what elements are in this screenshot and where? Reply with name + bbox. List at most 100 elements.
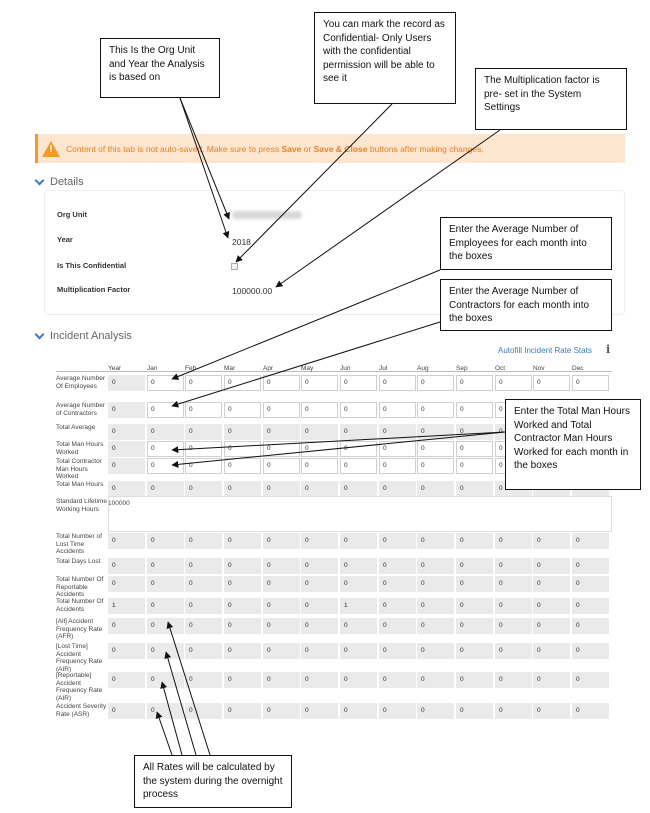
month-input[interactable]: 0 (495, 375, 532, 391)
details-title: Details (50, 176, 84, 188)
month-value: 0 (456, 533, 493, 549)
autosave-warning-banner: ! Content of this tab is not auto-saved.… (35, 134, 625, 163)
month-input[interactable]: 0 (301, 402, 338, 418)
header-divider (56, 371, 612, 372)
year-total-cell: 0 (108, 375, 145, 391)
year-total-cell: 0 (108, 703, 145, 719)
month-value: 1 (340, 598, 377, 614)
year-value: 2018 (232, 237, 251, 247)
month-input[interactable]: 0 (456, 402, 493, 418)
month-value: 0 (379, 672, 416, 688)
month-input[interactable]: 0 (185, 402, 222, 418)
month-input[interactable]: 0 (263, 402, 300, 418)
month-input[interactable]: 0 (224, 458, 261, 474)
month-input[interactable]: 0 (417, 441, 454, 457)
month-input[interactable]: 0 (263, 375, 300, 391)
month-input[interactable]: 0 (263, 458, 300, 474)
month-input[interactable]: 0 (340, 402, 377, 418)
month-value: 0 (456, 481, 493, 497)
month-input[interactable]: 0 (340, 375, 377, 391)
month-value: 0 (185, 598, 222, 614)
month-input[interactable]: 0 (224, 375, 261, 391)
month-value: 0 (379, 424, 416, 440)
month-value: 0 (301, 598, 338, 614)
column-header: Feb (185, 365, 197, 372)
month-value: 0 (147, 643, 184, 659)
month-value: 0 (533, 558, 570, 574)
month-value: 0 (301, 533, 338, 549)
year-total-cell: 0 (108, 576, 145, 592)
month-input[interactable]: 0 (340, 458, 377, 474)
month-value: 0 (456, 703, 493, 719)
confidential-label: Is This Confidential (57, 261, 127, 270)
month-input[interactable]: 0 (417, 402, 454, 418)
month-value: 0 (572, 598, 609, 614)
row-label: [Lost Time] Accident Frequency Rate (AIR… (56, 643, 103, 673)
month-input[interactable]: 0 (533, 375, 570, 391)
month-value: 0 (379, 643, 416, 659)
month-input[interactable]: 0 (379, 402, 416, 418)
month-value: 0 (340, 672, 377, 688)
confidential-checkbox[interactable] (231, 263, 238, 270)
month-input[interactable]: 0 (147, 458, 184, 474)
month-value: 0 (379, 558, 416, 574)
month-value: 0 (417, 424, 454, 440)
details-section-toggle[interactable]: Details (34, 175, 84, 188)
callout-rates: All Rates will be calculated by the syst… (134, 755, 292, 808)
month-input[interactable]: 0 (379, 441, 416, 457)
month-value: 0 (379, 618, 416, 634)
info-icon[interactable]: i (606, 343, 611, 356)
callout-org-unit: This Is the Org Unit and Year the Analys… (100, 38, 220, 98)
row-label: Average Number of Contractors (56, 402, 106, 417)
row-label: Total Average (56, 424, 96, 431)
row-label: Accident Severity Rate (ASR) (56, 703, 107, 718)
row-label: Total Contractor Man Hours Worked (56, 458, 102, 480)
month-value: 0 (340, 618, 377, 634)
row-label: Total Number of Lost Time Accidents (56, 533, 102, 555)
month-value: 0 (495, 533, 532, 549)
month-input[interactable]: 0 (301, 458, 338, 474)
year-total-cell: 0 (108, 458, 145, 474)
year-total-cell: 0 (108, 672, 145, 688)
month-input[interactable]: 0 (263, 441, 300, 457)
incident-section-toggle[interactable]: Incident Analysis (34, 329, 132, 342)
month-input[interactable]: 0 (572, 375, 609, 391)
month-input[interactable]: 0 (340, 441, 377, 457)
month-value: 0 (533, 672, 570, 688)
month-value: 0 (417, 533, 454, 549)
autofill-incident-rate-link[interactable]: Autofill Incident Rate Stats (498, 346, 592, 355)
column-header: Jul (379, 365, 388, 372)
org-unit-value (232, 211, 302, 219)
month-input[interactable]: 0 (301, 441, 338, 457)
month-input[interactable]: 0 (456, 375, 493, 391)
month-input[interactable]: 0 (379, 458, 416, 474)
month-input[interactable]: 0 (147, 441, 184, 457)
month-value: 0 (147, 424, 184, 440)
month-input[interactable]: 0 (417, 375, 454, 391)
month-input[interactable]: 0 (379, 375, 416, 391)
month-value: 0 (301, 703, 338, 719)
row-label: Total Number Of Reportable Accidents (56, 576, 104, 598)
month-input[interactable]: 0 (185, 441, 222, 457)
month-value: 0 (263, 576, 300, 592)
month-value: 0 (417, 481, 454, 497)
month-input[interactable]: 0 (147, 375, 184, 391)
row-label: Average Number Of Employees (56, 375, 106, 390)
month-input[interactable]: 0 (147, 402, 184, 418)
column-header: Aug (417, 365, 429, 372)
month-input[interactable]: 0 (185, 458, 222, 474)
month-value: 0 (417, 672, 454, 688)
month-input[interactable]: 0 (456, 458, 493, 474)
month-value: 0 (495, 703, 532, 719)
month-value: 0 (456, 672, 493, 688)
month-input[interactable]: 0 (224, 441, 261, 457)
month-input[interactable]: 0 (456, 441, 493, 457)
month-input[interactable]: 0 (185, 375, 222, 391)
month-input[interactable]: 0 (301, 375, 338, 391)
month-value: 0 (533, 703, 570, 719)
month-input[interactable]: 0 (417, 458, 454, 474)
callout-man-hours: Enter the Total Man Hours Worked and Tot… (505, 399, 641, 490)
banner-text: Content of this tab is not auto-saved. M… (66, 143, 484, 154)
month-input[interactable]: 0 (224, 402, 261, 418)
month-value: 0 (495, 643, 532, 659)
